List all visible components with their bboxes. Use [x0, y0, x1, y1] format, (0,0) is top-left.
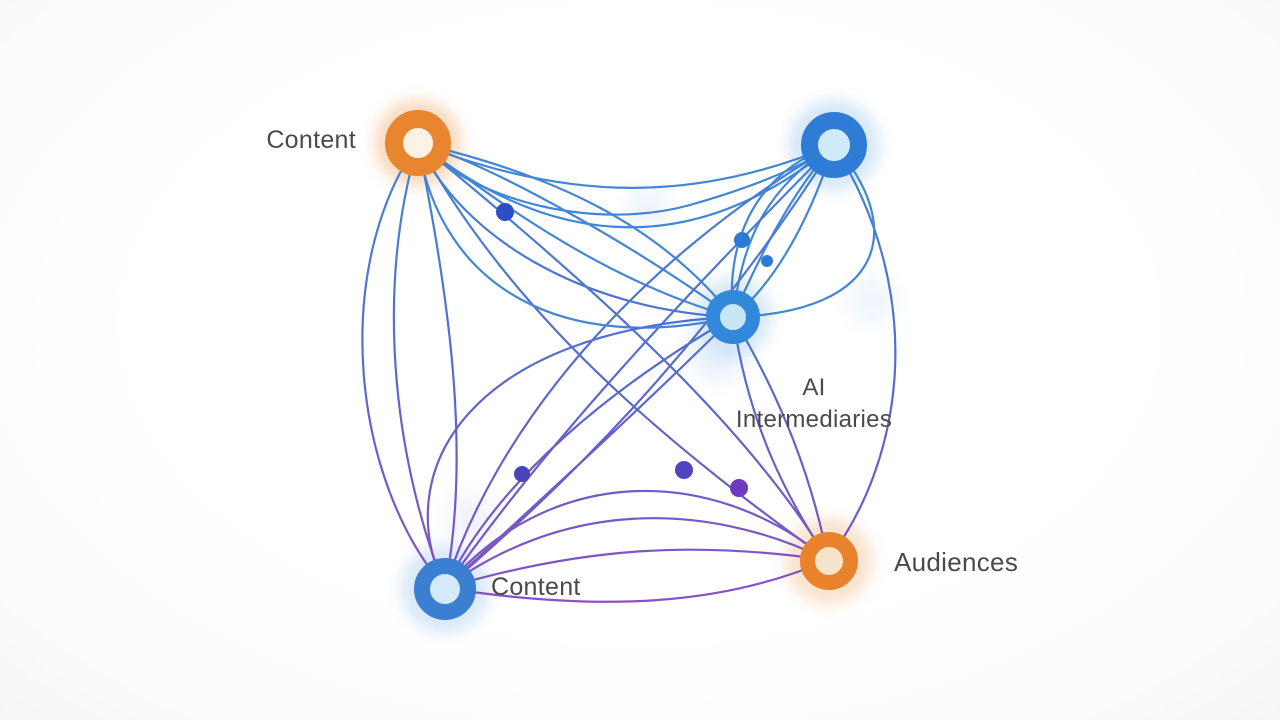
- node-audiences: [800, 532, 858, 590]
- node-content-bottom: [414, 558, 476, 620]
- label-audiences: Audiences: [894, 547, 1019, 577]
- edge: [443, 315, 735, 590]
- edge: [416, 141, 735, 319]
- edge: [392, 141, 447, 590]
- edge: [443, 489, 830, 590]
- edge: [416, 141, 836, 189]
- soft-glow: [444, 494, 496, 546]
- junction-dot: [734, 232, 750, 248]
- edge: [416, 141, 735, 329]
- network-edges: [361, 141, 897, 603]
- junction-dot: [761, 255, 773, 267]
- junction-dot: [514, 466, 530, 482]
- edge: [443, 517, 830, 590]
- soft-glow: [848, 276, 896, 324]
- edge: [731, 315, 830, 562]
- edge: [731, 143, 876, 319]
- edge: [416, 141, 735, 319]
- label-content-bottom-left: Content: [491, 573, 581, 601]
- edge: [826, 143, 897, 562]
- junction-dot: [730, 479, 748, 497]
- soft-glow: [628, 188, 668, 228]
- edge: [443, 143, 836, 590]
- label-content-top-left: Content: [266, 126, 356, 154]
- label-ai-line1: AI: [802, 374, 826, 401]
- junction-dot: [675, 461, 693, 479]
- edge: [443, 558, 830, 603]
- node-content-source: [385, 110, 451, 176]
- label-ai-intermediaries: AI Intermediaries: [726, 372, 902, 436]
- node-ai-intermediaries: [706, 290, 760, 344]
- edge: [416, 141, 836, 216]
- edge: [361, 141, 447, 590]
- edge: [416, 141, 735, 319]
- edge: [416, 141, 458, 590]
- edge: [443, 548, 830, 590]
- edge: [443, 143, 836, 590]
- edge: [416, 141, 830, 562]
- edge: [443, 143, 836, 590]
- edge: [416, 141, 735, 319]
- edge: [416, 141, 830, 562]
- edge: [443, 315, 735, 590]
- edge: [426, 315, 735, 590]
- junction-dot: [496, 203, 514, 221]
- edge: [731, 315, 830, 562]
- node-platform-top-right: [801, 112, 867, 178]
- label-ai-line2: Intermediaries: [735, 406, 893, 433]
